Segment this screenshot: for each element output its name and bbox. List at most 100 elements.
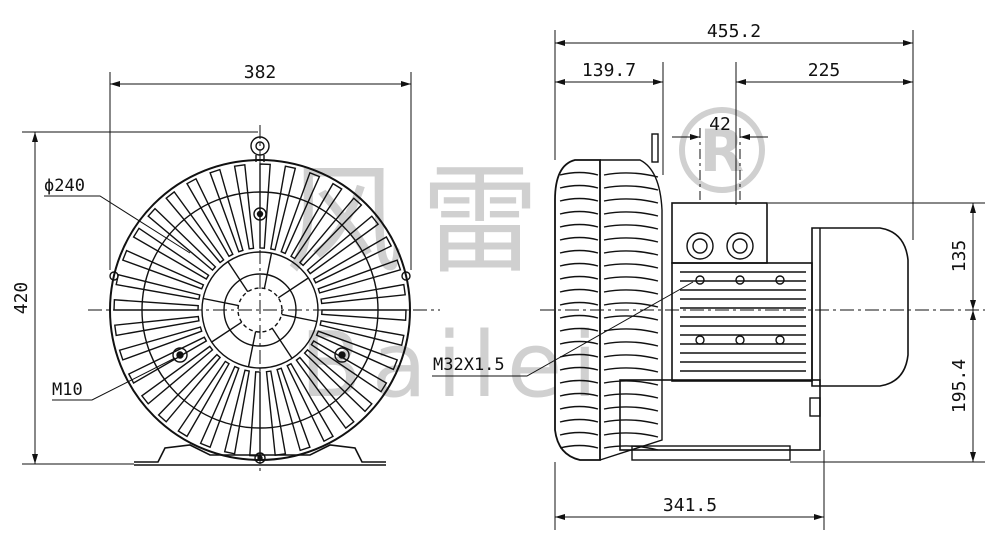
side-fin — [603, 354, 659, 360]
fin — [127, 336, 208, 384]
dim-side-total: 455.2 — [707, 21, 761, 42]
side-fin — [559, 314, 599, 319]
motor-bolt — [735, 275, 745, 285]
lifting-eye — [250, 136, 270, 156]
leader-bolt — [52, 357, 176, 401]
side-fin — [559, 223, 599, 228]
side-fin — [603, 393, 659, 399]
side-fin — [603, 302, 659, 308]
side-fins — [559, 171, 659, 451]
side-base — [619, 379, 821, 451]
leader-diameter — [44, 195, 191, 254]
side-fin — [603, 250, 659, 256]
front-base — [134, 444, 386, 463]
fin — [249, 371, 261, 457]
fin — [303, 348, 373, 413]
side-fin — [559, 392, 599, 397]
side-dimensions — [432, 30, 985, 530]
side-view — [540, 128, 985, 461]
side-fin — [603, 276, 659, 282]
side-fin — [559, 197, 599, 202]
dim-port-spacing: 42 — [709, 114, 731, 135]
fin — [319, 319, 405, 347]
motor-bolt — [695, 335, 705, 345]
fin — [310, 340, 388, 393]
dim-side-base: 341.5 — [663, 495, 717, 516]
blower-housing-side — [554, 159, 601, 461]
side-fin — [559, 431, 599, 436]
fin — [286, 362, 334, 443]
dim-side-motor: 225 — [808, 60, 841, 81]
side-fin — [603, 432, 659, 438]
fin — [186, 177, 234, 258]
dim-bolt: M10 — [52, 380, 83, 400]
fin — [280, 171, 321, 255]
side-fin — [603, 172, 659, 178]
dim-side-lower: 195.4 — [949, 359, 970, 413]
fin — [276, 367, 311, 452]
side-fin — [603, 263, 659, 269]
fin — [298, 197, 363, 267]
watermark-en: Bailei — [300, 313, 607, 418]
side-fin — [559, 366, 599, 371]
dim-front-height: 420 — [11, 282, 32, 315]
side-fin — [559, 379, 599, 384]
side-fin — [603, 289, 659, 295]
fin — [113, 299, 199, 311]
port-right — [726, 232, 754, 260]
fin — [209, 168, 244, 253]
front-view — [88, 125, 440, 472]
fin — [177, 360, 230, 438]
fin — [259, 163, 271, 249]
side-fin — [559, 288, 599, 293]
side-fin — [559, 171, 599, 176]
hub-spoke — [247, 331, 257, 367]
side-fin — [559, 275, 599, 280]
side-fin — [559, 340, 599, 345]
hub-spoke — [227, 261, 249, 293]
hub-ring-inner — [237, 287, 283, 333]
side-fin — [603, 211, 659, 217]
side-dimension-labels: 455.2 139.7 225 42 135 195.4 341.5 M32X1… — [433, 21, 970, 516]
side-fin — [559, 262, 599, 267]
side-fin — [603, 406, 659, 412]
registered-mark: R — [700, 117, 745, 185]
cooling-fins — [113, 163, 407, 457]
side-fin — [603, 185, 659, 191]
fin — [312, 236, 393, 284]
side-fin — [559, 301, 599, 306]
side-fin — [603, 445, 659, 451]
fin — [317, 259, 402, 294]
fin — [315, 330, 399, 371]
fin — [306, 215, 380, 275]
registered-mark-circle — [679, 107, 765, 193]
fin — [157, 353, 222, 423]
side-fin — [603, 237, 659, 243]
fin — [199, 365, 240, 449]
bolt-bottom — [254, 452, 266, 464]
leader-cable-gland — [432, 281, 694, 377]
fin — [321, 309, 407, 321]
side-fin — [603, 315, 659, 321]
side-fin — [603, 224, 659, 230]
fin — [290, 182, 343, 260]
hub-spoke — [203, 297, 239, 307]
side-fin — [559, 249, 599, 254]
fin — [223, 369, 251, 455]
fan-cover — [811, 227, 909, 387]
side-fin — [603, 328, 659, 334]
hub-spoke — [277, 277, 309, 299]
motor-bolt — [775, 335, 785, 345]
front-dimensions — [22, 72, 412, 465]
terminal-box — [671, 202, 768, 264]
bolt-top — [253, 207, 267, 221]
side-fin — [603, 419, 659, 425]
side-fin — [603, 380, 659, 386]
motor-bolt — [695, 275, 705, 285]
fin — [118, 326, 203, 361]
fin — [165, 190, 225, 264]
side-fin — [603, 367, 659, 373]
motor-fins — [680, 271, 806, 372]
hub-spoke — [281, 313, 317, 323]
